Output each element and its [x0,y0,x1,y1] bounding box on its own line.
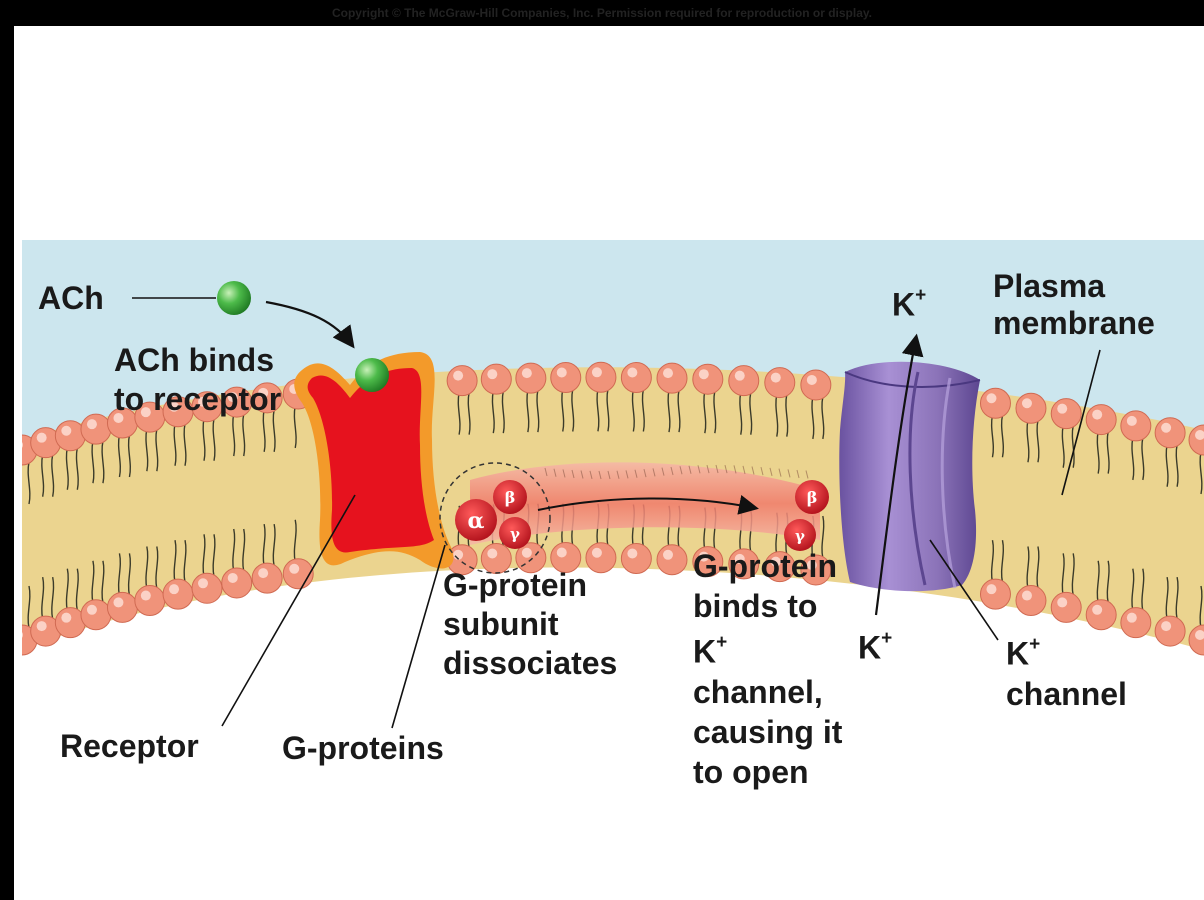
lipid-head [1155,616,1185,646]
lipid-head-highlight [61,613,71,623]
lipid-head-highlight [592,548,602,558]
lipid-head-highlight [557,548,567,558]
lipid-head [621,363,651,393]
lipid-head-highlight [771,373,781,383]
ach-label: ACh [38,279,104,317]
lipid-head-highlight [663,368,673,378]
g-protein-dissociates-label: G-protein subunit dissociates [443,566,617,683]
lipid-head-highlight [289,564,299,574]
k-channel-protein [839,362,980,591]
lipid-head [1086,600,1116,630]
lipid-head [1155,418,1185,448]
lipid-head [135,586,165,616]
lipid-head [1086,405,1116,435]
lipid-head-highlight [169,584,179,594]
lipid-head [107,592,137,622]
lipid-head [551,363,581,393]
beta-symbol-bound: β [807,488,818,507]
lipid-head-highlight [1057,404,1067,414]
lipid-head [980,388,1010,418]
lipid-head-highlight [1022,591,1032,601]
lipid-head-highlight [986,393,996,403]
lipid-head [1121,411,1151,441]
lipid-head-highlight [13,440,23,450]
lipid-head [657,545,687,575]
beta-symbol: β [505,488,516,507]
lipid-head-highlight [522,548,532,558]
g-proteins-label: G-proteins [282,729,444,767]
lipid-tail [18,586,20,628]
lipid-head [481,364,511,394]
lipid-head-highlight [61,426,71,436]
lipid-head-highlight [1057,597,1067,607]
lipid-head [693,364,723,394]
lipid-head [81,600,111,630]
lipid-head-highlight [453,371,463,381]
lipid-head-highlight [1127,416,1137,426]
gamma-symbol-bound: γ [795,527,805,545]
ach-molecule-bound [355,358,389,392]
lipid-head-highlight [198,578,208,588]
lipid-head [801,370,831,400]
plasma-membrane-label: Plasma membrane [993,268,1155,342]
k-channel-label: K+ channel [1006,628,1127,714]
lipid-head-highlight [13,630,23,640]
lipid-head [81,414,111,444]
lipid-head-highlight [258,568,268,578]
lipid-head-highlight [1127,613,1137,623]
gamma-symbol: γ [510,525,520,543]
lipid-head-highlight [663,550,673,560]
alpha-symbol: α [468,508,485,534]
lipid-head [447,366,477,396]
lipid-head-highlight [1092,605,1102,615]
k-ion-top-label: K+ [892,280,926,324]
lipid-head-highlight [141,591,151,601]
lipid-head-highlight [627,368,637,378]
lipid-head [621,544,651,574]
lipid-head [252,563,282,593]
lipid-head [657,363,687,393]
lipid-head-highlight [87,605,97,615]
lipid-head-highlight [87,419,97,429]
lipid-head [586,362,616,392]
k-ion-mid-label: K+ [858,623,892,667]
lipid-head-highlight [37,621,47,631]
lipid-head-highlight [487,549,497,559]
g-protein-binds-label: G-protein binds to K+ channel, causing i… [693,546,842,792]
lipid-head-highlight [592,367,602,377]
lipid-head-highlight [627,549,637,559]
lipid-head [516,363,546,393]
lipid-head-highlight [228,573,238,583]
ach-binds-label: ACh binds to receptor [114,341,281,419]
lipid-head [55,421,85,451]
lipid-head-highlight [522,368,532,378]
lipid-head-highlight [699,369,709,379]
lipid-head [1051,399,1081,429]
receptor-label: Receptor [60,727,199,765]
lipid-head [729,366,759,396]
lipid-head [1051,592,1081,622]
lipid-head-highlight [557,368,567,378]
lipid-head-highlight [113,597,123,607]
lipid-head-highlight [487,369,497,379]
lipid-head-highlight [1161,621,1171,631]
lipid-head-highlight [1161,423,1171,433]
lipid-head [192,573,222,603]
lipid-head-highlight [986,584,996,594]
lipid-head [765,368,795,398]
lipid-head [163,579,193,609]
lipid-head-highlight [37,433,47,443]
lipid-head [222,568,252,598]
lipid-head-highlight [1022,398,1032,408]
lipid-head [1016,586,1046,616]
ach-molecule-free [217,281,251,315]
lipid-head [1016,393,1046,423]
lipid-head-highlight [735,371,745,381]
lipid-head-highlight [807,375,817,385]
lipid-head-highlight [1092,410,1102,420]
lipid-tail [18,462,20,504]
lipid-head [980,579,1010,609]
